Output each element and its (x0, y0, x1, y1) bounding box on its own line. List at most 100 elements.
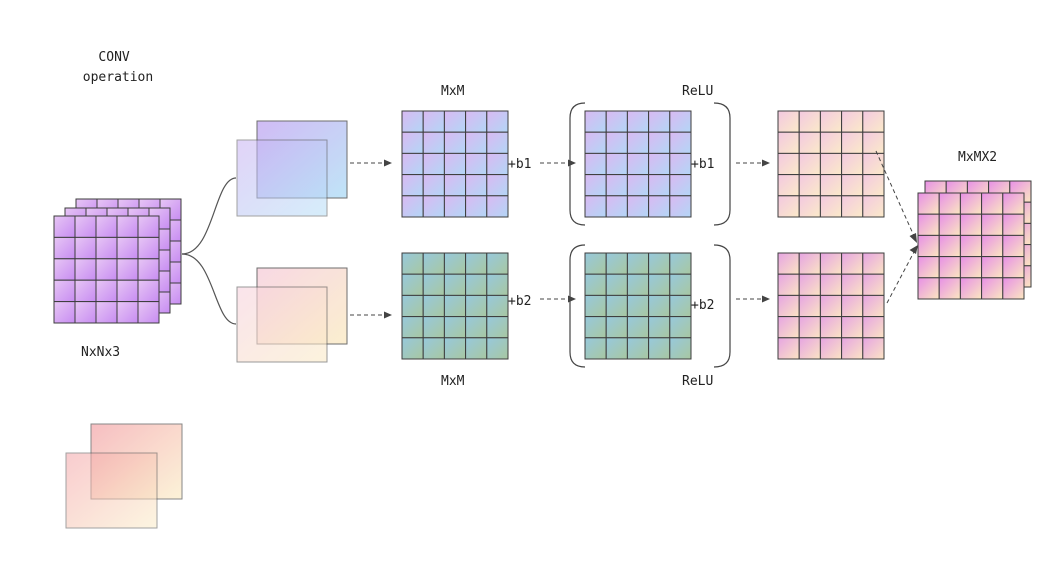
grid-cell (777, 337, 800, 360)
grid-cell (95, 301, 118, 324)
branch-curve-top (181, 177, 237, 255)
grid-cell (626, 316, 650, 339)
grid-cell (841, 131, 864, 154)
grid-cell (584, 294, 607, 318)
grid-cell (605, 195, 628, 218)
grid-cell (401, 110, 424, 133)
grid-cell (669, 110, 692, 133)
grid-cell (584, 110, 607, 133)
grid-cell (116, 236, 139, 260)
grid-cell (74, 258, 97, 281)
grid-cell (53, 279, 76, 303)
arrowhead (909, 245, 918, 254)
grid-cell (605, 131, 628, 154)
grid-cell (819, 316, 843, 339)
grid-cell (443, 294, 467, 318)
grid-cell (422, 294, 445, 318)
grid-cell (465, 337, 488, 360)
connector-act1-to-output (875, 150, 917, 243)
output-channel-1 (917, 192, 1025, 300)
arrowhead (762, 295, 770, 303)
grid-cell (798, 152, 821, 176)
feature-map-2 (401, 252, 509, 360)
grid-cell (584, 316, 607, 339)
grid-cell (465, 131, 488, 154)
grid-cell (465, 110, 488, 133)
grid-cell (443, 337, 467, 360)
grid-cell (862, 252, 885, 275)
grid-cell (401, 294, 424, 318)
relu-2-map (584, 252, 692, 360)
grid-cell (798, 294, 821, 318)
grid-cell (116, 301, 139, 324)
grid-cell (584, 337, 607, 360)
grid-cell (917, 213, 940, 236)
grid-cell (443, 252, 467, 275)
grid-cell (777, 294, 800, 318)
grid-cell (605, 294, 628, 318)
grid-cell (959, 234, 983, 258)
grid-cell (584, 131, 607, 154)
conv-operation-title: CONV operation (83, 50, 153, 85)
arrowhead (384, 311, 392, 319)
grid-cell (137, 236, 160, 260)
branch-curve-bottom (181, 253, 237, 325)
grid-cell (819, 152, 843, 176)
relu-1-right-bracket (713, 102, 731, 226)
grid-cell (626, 152, 650, 176)
bias-b2-label: +b2 (508, 294, 531, 309)
grid-cell (422, 316, 445, 339)
grid-cell (626, 131, 650, 154)
grid-cell (669, 316, 692, 339)
arrowhead (762, 159, 770, 167)
grid-cell (777, 252, 800, 275)
grid-cell (443, 152, 467, 176)
filter-1 (236, 120, 348, 217)
grid-cell (862, 174, 885, 197)
grid-cell (401, 174, 424, 197)
grid-cell (443, 110, 467, 133)
grid-cell (648, 337, 671, 360)
grid-cell (401, 152, 424, 176)
input-volume (53, 198, 182, 324)
grid-cell (401, 131, 424, 154)
grid-cell (648, 131, 671, 154)
grid-cell (486, 174, 509, 197)
grid-cell (422, 152, 445, 176)
grid-cell (605, 174, 628, 197)
grid-cell (819, 195, 843, 218)
grid-cell (443, 316, 467, 339)
grid-cell (1002, 256, 1025, 279)
grid-cell (917, 277, 940, 300)
grid-cell (626, 110, 650, 133)
grid-cell (862, 131, 885, 154)
grid-cell (841, 337, 864, 360)
grid-cell (584, 152, 607, 176)
mxm-label-bottom: MxM (441, 374, 465, 389)
grid-cell (669, 195, 692, 218)
grid-cell (605, 337, 628, 360)
filter-2 (236, 267, 348, 363)
grid-cell (938, 213, 961, 236)
grid-cell (422, 174, 445, 197)
grid-cell (648, 152, 671, 176)
grid-cell (1002, 213, 1025, 236)
grid-cell (648, 294, 671, 318)
grid-cell (465, 252, 488, 275)
grid-cell (648, 316, 671, 339)
grid-cell (938, 256, 961, 279)
connector-relu1-to-act1 (736, 159, 770, 167)
grid-cell (981, 192, 1004, 215)
grid-cell (486, 294, 509, 318)
grid-cell (137, 258, 160, 281)
relu-2-left-bracket (569, 244, 586, 368)
grid-cell (917, 256, 940, 279)
grid-cell (917, 192, 940, 215)
grid-cell (959, 213, 983, 236)
grid-cell (819, 131, 843, 154)
grid-cell (669, 152, 692, 176)
grid-cell (422, 337, 445, 360)
grid-cell (422, 131, 445, 154)
grid-cell (626, 252, 650, 275)
